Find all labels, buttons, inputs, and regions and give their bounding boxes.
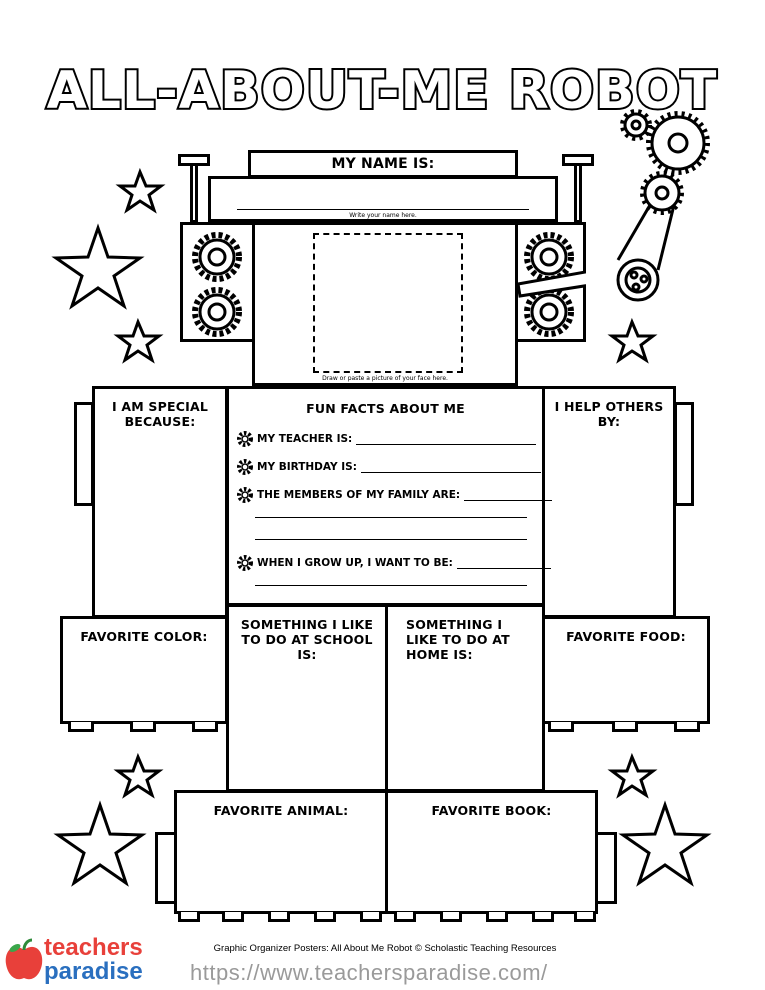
gear-bullet-icon — [237, 487, 253, 503]
right-shoulder — [674, 402, 694, 506]
fun-facts-heading: FUN FACTS ABOUT ME — [306, 401, 465, 416]
name-header: MY NAME IS: — [248, 150, 518, 178]
special-because-panel[interactable]: I AM SPECIAL BECAUSE: — [92, 386, 228, 618]
fact-family-line[interactable] — [464, 490, 553, 501]
fact-birthday: MY BIRTHDAY IS: — [237, 459, 541, 475]
face-picture-area[interactable] — [313, 233, 463, 373]
hand-tab — [130, 722, 156, 732]
brand-line2: paradise — [44, 958, 143, 985]
base-wheel — [574, 912, 596, 922]
fact-teacher-label: MY TEACHER IS: — [257, 433, 353, 445]
base-wheel — [268, 912, 290, 922]
name-panel: Write your name here. — [208, 176, 558, 222]
base-wheel — [314, 912, 336, 922]
base-wheel — [440, 912, 462, 922]
favorite-color-panel[interactable]: FAVORITE COLOR: — [60, 616, 228, 724]
favorite-food-heading: FAVORITE FOOD: — [566, 629, 686, 644]
hand-tab — [612, 722, 638, 732]
help-heading: I HELP OTHERS BY: — [554, 399, 664, 429]
fact-birthday-label: MY BIRTHDAY IS: — [257, 461, 357, 473]
name-caption: Write your name here. — [349, 212, 417, 219]
fact-family: THE MEMBERS OF MY FAMILY ARE: — [237, 487, 553, 503]
hand-tab — [548, 722, 574, 732]
grow-up-line-2[interactable] — [255, 585, 527, 586]
gear-bullet-icon — [237, 431, 253, 447]
name-heading: MY NAME IS: — [331, 156, 435, 172]
family-line-2[interactable] — [255, 517, 527, 518]
title-banner: ALL-ABOUT-ME ROBOT — [45, 59, 719, 123]
apple-logo-icon — [5, 938, 43, 980]
school-panel[interactable]: SOMETHING I LIKE TO DO AT SCHOOL IS: — [226, 604, 388, 792]
base-wheel — [486, 912, 508, 922]
fact-grow-up-label: WHEN I GROW UP, I WANT TO BE: — [257, 557, 453, 569]
fact-teacher-line[interactable] — [356, 434, 537, 445]
picture-caption: Draw or paste a picture of your face her… — [322, 375, 448, 382]
school-heading: SOMETHING I LIKE TO DO AT SCHOOL IS: — [240, 617, 374, 662]
hand-tab — [192, 722, 218, 732]
name-line[interactable] — [237, 209, 529, 210]
family-line-3[interactable] — [255, 539, 527, 540]
fun-facts-panel: FUN FACTS ABOUT ME MY TEACHER IS: MY BIR… — [226, 386, 553, 606]
base-right-cap — [595, 832, 617, 904]
base-wheel — [532, 912, 554, 922]
gear-bullet-icon — [237, 555, 253, 571]
favorite-animal-panel[interactable]: FAVORITE ANIMAL: — [174, 790, 388, 914]
base-wheel — [394, 912, 416, 922]
gear-bullet-icon — [237, 459, 253, 475]
special-heading: I AM SPECIAL BECAUSE: — [111, 399, 209, 429]
credit-line: Graphic Organizer Posters: All About Me … — [213, 943, 557, 954]
favorite-book-panel[interactable]: FAVORITE BOOK: — [385, 790, 598, 914]
fact-teacher: MY TEACHER IS: — [237, 431, 537, 447]
favorite-color-heading: FAVORITE COLOR: — [80, 629, 208, 644]
home-heading: SOMETHING I LIKE TO DO AT HOME IS: — [406, 617, 510, 662]
left-shoulder — [74, 402, 94, 506]
brand-url-link[interactable]: https://www.teachersparadise.com/ — [190, 960, 548, 985]
brand-line1: teachers — [44, 934, 143, 961]
page-title: ALL-ABOUT-ME ROBOT — [47, 61, 718, 121]
fact-grow-up-line[interactable] — [456, 558, 551, 569]
antenna-left-stem — [190, 163, 198, 223]
favorite-food-panel[interactable]: FAVORITE FOOD: — [542, 616, 710, 724]
hand-tab — [674, 722, 700, 732]
help-others-panel[interactable]: I HELP OTHERS BY: — [542, 386, 676, 618]
head-gears-icon — [192, 232, 586, 337]
favorite-animal-heading: FAVORITE ANIMAL: — [213, 803, 349, 818]
base-wheel — [360, 912, 382, 922]
face-panel: Draw or paste a picture of your face her… — [252, 222, 518, 386]
hand-tab — [68, 722, 94, 732]
gear-belt-icon — [616, 109, 710, 302]
fact-birthday-line[interactable] — [360, 462, 541, 473]
fact-family-label: THE MEMBERS OF MY FAMILY ARE: — [257, 489, 461, 501]
base-wheel — [178, 912, 200, 922]
favorite-book-heading: FAVORITE BOOK: — [431, 803, 552, 818]
base-wheel — [222, 912, 244, 922]
home-panel[interactable]: SOMETHING I LIKE TO DO AT HOME IS: — [385, 604, 545, 792]
fact-grow-up: WHEN I GROW UP, I WANT TO BE: — [237, 555, 551, 571]
antenna-right-stem — [574, 163, 582, 223]
